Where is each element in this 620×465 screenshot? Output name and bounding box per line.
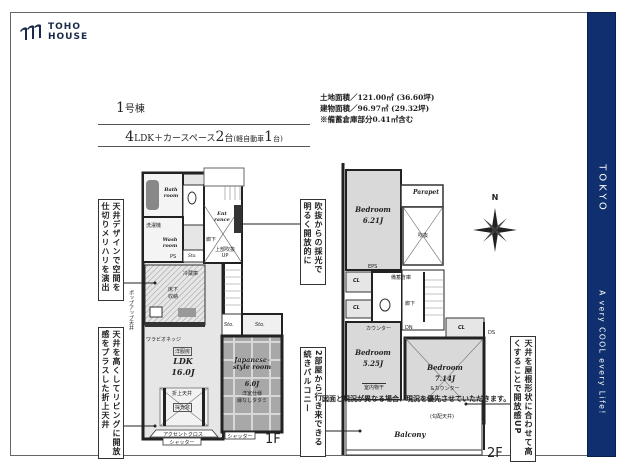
storage1-label: Sto. — [188, 254, 197, 259]
counter-label: カウンター — [366, 326, 392, 332]
cl3-label: CL — [458, 325, 465, 331]
hallway-1f-label: 廊下 — [206, 237, 217, 243]
shutter2-label: シャッター — [227, 434, 253, 440]
raised-ceiling-label: 折上天井 — [172, 391, 193, 397]
back-niche-label: ワラビオネッジ — [146, 337, 182, 343]
callout-void-light: 吹抜からの採光で明るく開放的に — [300, 199, 326, 285]
floor2-label: 2F — [487, 446, 503, 461]
eps-label: EPS — [368, 264, 378, 270]
callout-ceiling-design: 天井デザインで空間を仕切りメリハリを演出 — [98, 199, 124, 301]
cl2-label: CL — [353, 305, 360, 311]
compass-icon — [473, 208, 517, 252]
parapet-label: Parapet — [412, 189, 440, 196]
underfloor-label: 床下収納 — [167, 287, 178, 300]
layout-text: LDK＋カースペース — [134, 134, 216, 144]
bedroom1-label: Bedroom — [355, 205, 391, 214]
window-label: 採光窓 — [173, 403, 193, 412]
kei-count: 1 — [264, 129, 274, 145]
callout-sloped-ceiling: 天井を屋根形状に合わせて高くすることで開放感UP — [510, 336, 536, 462]
storage2-label: Sto. — [224, 322, 234, 328]
parking-note-end: 台) — [273, 135, 283, 143]
storage3-label: Sto. — [255, 322, 265, 328]
floor1-label: 1F — [265, 432, 281, 447]
layout-spec: 4LDK＋カースペース2台(軽自動車1台) — [98, 129, 310, 145]
layout-rooms: 4 — [125, 129, 135, 145]
floor2-plan — [341, 163, 486, 456]
wash-room-label: Wash room — [162, 237, 178, 249]
bedroom3-note: &カウンター — [430, 386, 460, 392]
bath-room-label: Bath room — [163, 187, 179, 199]
sidebar-banner: TOKYO A very COOL every Life! — [587, 12, 616, 457]
japanese-note2: 縁なしタタミ — [236, 398, 267, 404]
balcony-label: Balcony — [394, 430, 426, 439]
accent-cloth-label: アクセントクロス — [163, 432, 203, 438]
brand-name: TOHO HOUSE — [48, 22, 88, 42]
building-number: 1 — [116, 100, 125, 116]
ldk-size-label: 16.0J — [171, 367, 195, 377]
japanese-note1: 洋室仕様 — [241, 391, 262, 397]
japanese-room-label: Japanese-style room — [232, 356, 272, 372]
brand-logo: TOHO HOUSE — [18, 22, 88, 42]
parking-unit: 台 — [224, 134, 234, 144]
toho-logo-icon — [20, 24, 41, 40]
entrance-label: Ent rance — [214, 211, 230, 223]
sloped-ceiling-label: (勾配天井) — [430, 414, 454, 420]
fridge-label: 冷蔵庫 — [183, 271, 199, 277]
title-rule-top — [98, 124, 310, 125]
brand-line1: TOHO — [48, 22, 81, 32]
parking-count: 2 — [215, 129, 225, 145]
bedroom2-note: 室内物干 — [362, 383, 386, 391]
bedroom3-size-label: 7.14J — [434, 374, 456, 383]
storage-unit-label: 備蓄倉庫 — [391, 275, 412, 281]
area-info: 土地面積／121.00㎡ (36.60坪) 建物面積／96.97㎡ (29.32… — [320, 92, 434, 125]
brand-line2: HOUSE — [48, 32, 89, 42]
laundry-label: 洗濯機 — [146, 223, 162, 229]
ldk-type-label: 洋服房 — [173, 347, 193, 356]
land-area: 土地面積／121.00㎡ (36.60坪) — [320, 93, 435, 102]
upper-void-label: 上部吹抜UP — [214, 247, 235, 259]
storage-note: ※備蓄倉庫部分0.41㎡含む — [320, 115, 414, 124]
parking-note: (軽自動車 — [233, 135, 265, 143]
building-title: 1号棟 — [116, 100, 145, 116]
pop-ceiling-label: ポップアップ天井 — [128, 290, 134, 330]
building-suffix: 号棟 — [124, 104, 145, 115]
bedroom3-label: Bedroom — [427, 363, 463, 372]
floor1-plan — [141, 167, 284, 446]
dn-label: DN — [405, 325, 413, 331]
bedroom1-size-label: 6.21J — [362, 216, 384, 225]
cl1-label: CL — [353, 278, 360, 284]
building-area: 建物面積／96.97㎡ (29.32坪) — [320, 104, 430, 113]
callout-balcony: 2部屋から行き来できる続きバルコニー — [300, 347, 326, 457]
disclaimer: 図面と現況が異なる場合、現況を優先させていただきます。 — [322, 395, 511, 403]
ds-label: DS — [488, 330, 496, 336]
hallway-2f-label: 廊下 — [405, 301, 416, 307]
callout-raised-ceiling: 天井を高くしてリビングに開放感をプラスした折上天井 — [98, 327, 124, 459]
title-rule-bottom — [98, 146, 310, 147]
ps-label: PS — [170, 254, 177, 260]
bedroom2-size-label: 5.25J — [362, 359, 384, 368]
ldk-label: LDK — [173, 356, 193, 366]
shutter1-label: シャッター — [169, 440, 195, 446]
japanese-size-label: 6.0J — [244, 380, 260, 388]
bedroom2-label: Bedroom — [355, 348, 391, 357]
compass-label: N — [491, 193, 499, 202]
void-label: 吹抜 — [418, 233, 429, 239]
